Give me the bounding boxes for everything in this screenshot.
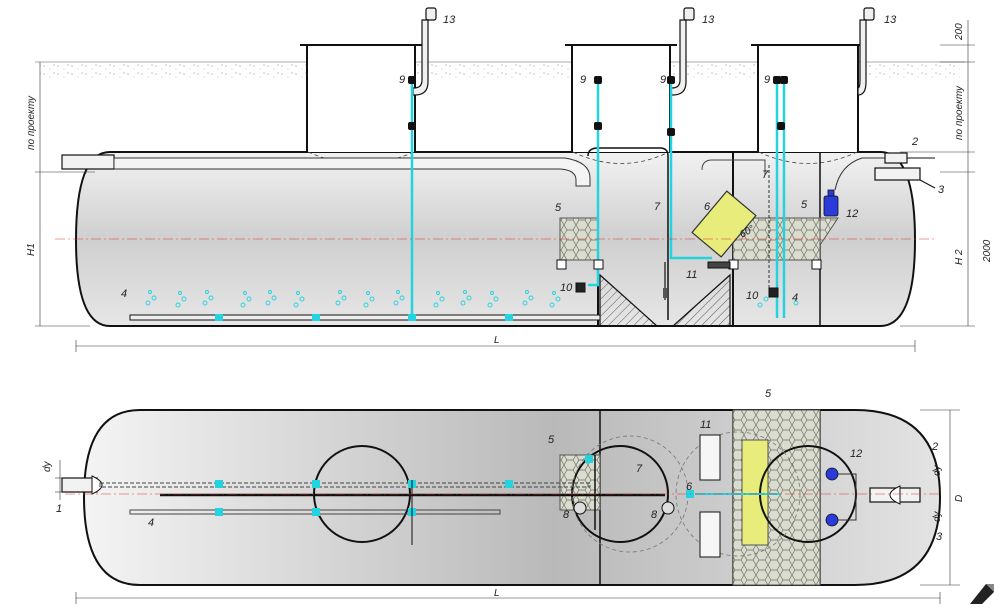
filter-module-plan (741, 439, 769, 546)
label-2: 2 (911, 136, 918, 148)
ground-layer (40, 62, 960, 78)
inlet-pipe (61, 154, 591, 187)
label-13b: 13 (702, 14, 715, 26)
dy-right-bottom: dy (932, 510, 943, 522)
pump-plan-icon (825, 467, 857, 527)
label-5b: 5 (801, 199, 808, 211)
label-7b: 7 (762, 169, 769, 181)
label-8b: 8 (651, 509, 658, 521)
label-13a: 13 (443, 14, 456, 26)
label-6: 6 (704, 201, 711, 213)
by-project-left: по проекту (26, 95, 37, 150)
label-7c: 7 (636, 463, 643, 475)
label-4a: 4 (121, 288, 127, 300)
label-11: 11 (686, 269, 697, 281)
label-9c: 9 (660, 74, 666, 86)
height-2000: 2000 (982, 239, 993, 263)
label-9a: 9 (399, 74, 405, 86)
h2-label: H 2 (954, 249, 965, 265)
aeration-pipes (410, 82, 786, 318)
label-8a: 8 (563, 509, 570, 521)
hopper-left (599, 273, 659, 327)
outlet-pipes (874, 152, 936, 189)
diameter-label: D (954, 495, 965, 502)
label-12: 12 (846, 208, 858, 220)
label-5a: 5 (555, 202, 562, 214)
label-6b: 6 (686, 481, 693, 493)
label-2b: 2 (931, 441, 938, 453)
label-5c: 5 (765, 388, 772, 400)
filter-module (691, 190, 757, 258)
dimension-lines-elevation (35, 20, 975, 352)
label-4c: 4 (148, 517, 154, 529)
label-5d: 5 (548, 434, 555, 446)
height-200: 200 (954, 23, 965, 41)
dy-left: dy (42, 460, 53, 472)
manhole-1 (306, 44, 416, 152)
label-7a: 7 (654, 201, 661, 213)
dy-right-top: dy (932, 464, 943, 476)
fold-arrow-logo-icon (966, 580, 998, 608)
label-4b: 4 (792, 292, 798, 304)
label-10b: 10 (746, 290, 759, 302)
length-label-top: L (494, 335, 500, 346)
dimension-labels: по проекту H1 по проекту 200 2000 H 2 L … (26, 23, 993, 599)
label-11b: 11 (700, 419, 711, 431)
label-13c: 13 (884, 14, 897, 26)
manhole-3 (757, 44, 859, 152)
hopper-right (671, 273, 731, 327)
valves (408, 76, 788, 136)
aerator-tube (129, 314, 601, 321)
label-9b: 9 (580, 74, 586, 86)
label-1: 1 (56, 503, 62, 515)
manhole-2 (571, 44, 671, 152)
label-10a: 10 (560, 282, 573, 294)
label-3: 3 (938, 184, 945, 196)
part-labels: 13 13 13 9 9 9 9 2 3 7 7 6 5 5 12 11 10 … (56, 14, 945, 543)
label-3b: 3 (936, 531, 943, 543)
length-label-bottom: L (494, 588, 500, 599)
tank-body-plan (82, 409, 942, 586)
air-bubbles (145, 290, 799, 308)
h1-label: H1 (26, 243, 37, 256)
dimension-lines-plan (55, 409, 960, 604)
pump-icon (823, 157, 885, 217)
by-project-right: по проекту (954, 85, 965, 140)
label-9d: 9 (764, 74, 770, 86)
label-12b: 12 (850, 448, 862, 460)
